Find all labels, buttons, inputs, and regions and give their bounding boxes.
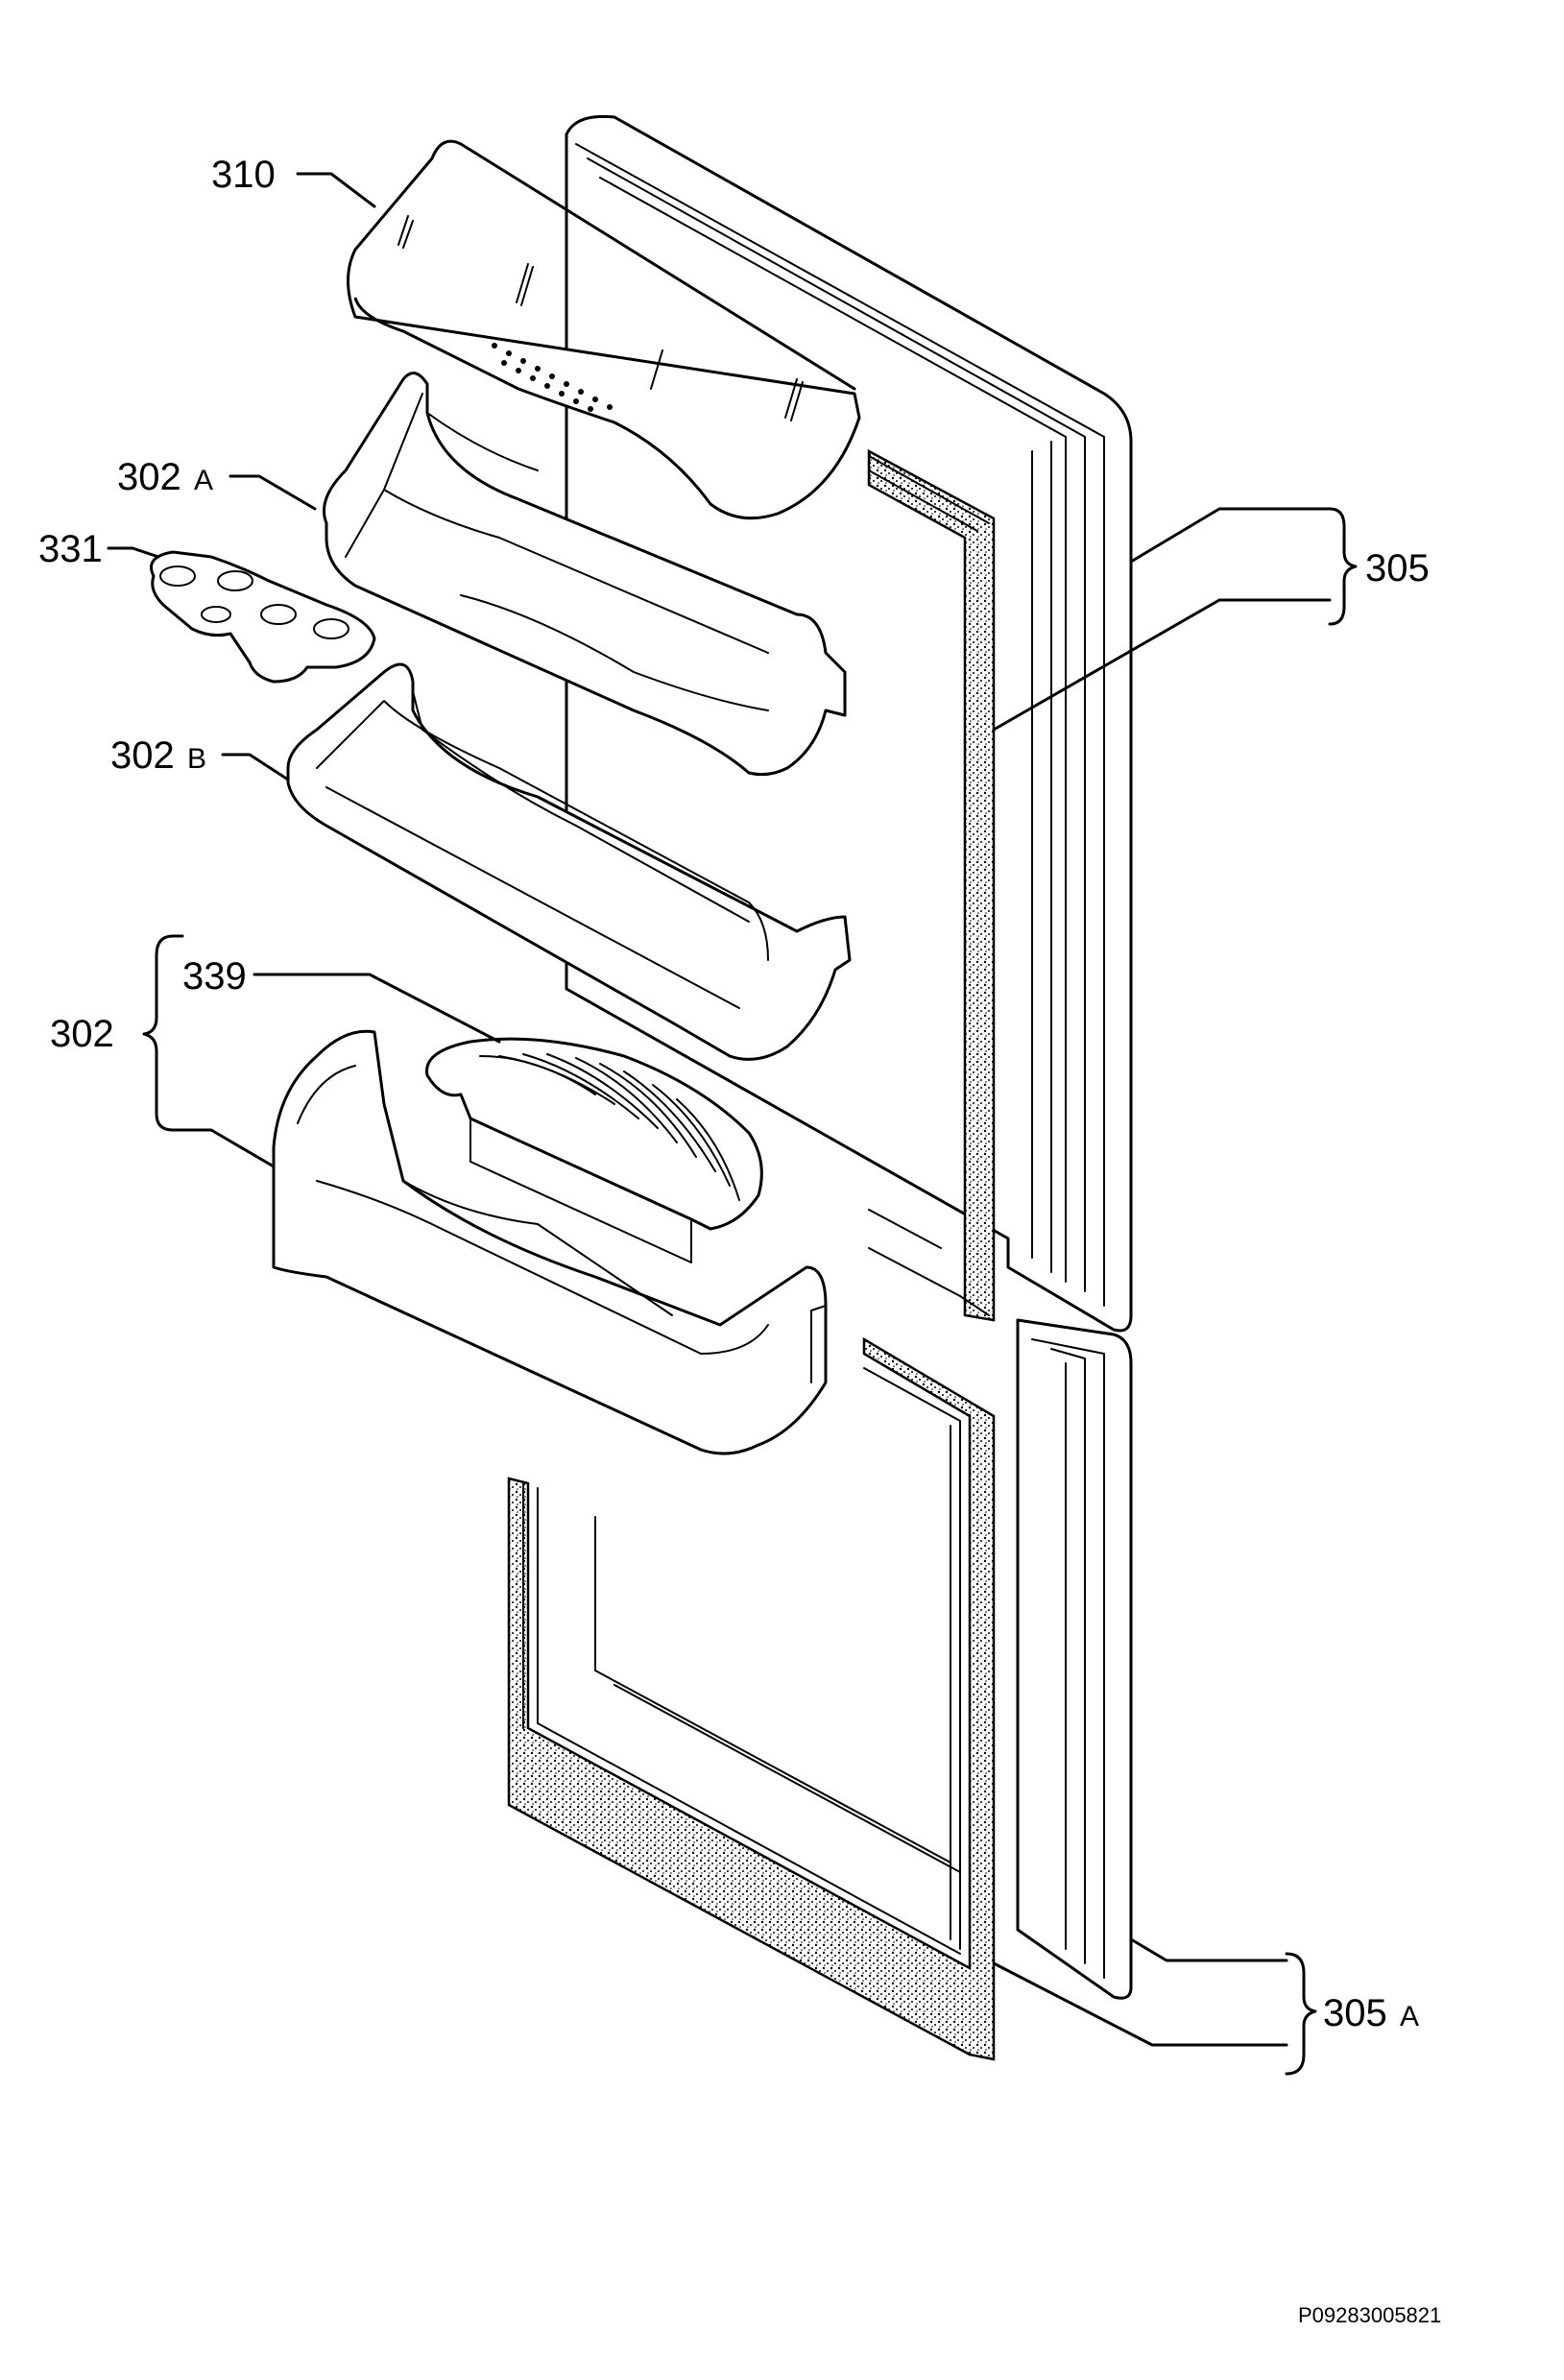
door-shelf-302b <box>286 662 852 1061</box>
lower-door-gasket <box>507 1336 996 2061</box>
bottle-shelf-302 <box>272 1029 828 1455</box>
label-305-text: 305 <box>1365 547 1430 589</box>
label-302a-number: 302 <box>117 456 181 498</box>
label-302b: 302 B <box>110 734 290 781</box>
egg-tray-331 <box>150 550 376 684</box>
label-305a: 305 A <box>992 1937 1419 2076</box>
lower-door-panel <box>1016 1318 1133 2000</box>
label-339: 339 <box>182 955 501 1044</box>
label-302: 302 <box>50 934 276 1168</box>
label-331: 331 <box>38 528 160 570</box>
door-shelf-302a <box>323 372 847 777</box>
bottle-divider-339 <box>425 1037 763 1263</box>
label-302b-number: 302 <box>110 734 175 777</box>
shelf-lid-310 <box>347 139 861 520</box>
label-305: 305 <box>992 507 1430 732</box>
label-302a-suffix: A <box>194 465 213 496</box>
upper-door-gasket <box>867 448 996 1322</box>
reference-code: P09283005821 <box>1298 2303 1441 2327</box>
label-331-text: 331 <box>38 528 103 570</box>
label-302b-suffix: B <box>187 743 206 775</box>
label-302a: 302 A <box>117 456 317 511</box>
label-305a-number: 305 <box>1323 1992 1387 2034</box>
vent-holes <box>492 343 613 412</box>
label-310: 310 <box>211 154 376 208</box>
label-302-text: 302 <box>50 1013 114 1055</box>
label-310-text: 310 <box>211 154 276 196</box>
label-305a-suffix: A <box>1400 2001 1419 2032</box>
label-339-text: 339 <box>182 955 247 998</box>
